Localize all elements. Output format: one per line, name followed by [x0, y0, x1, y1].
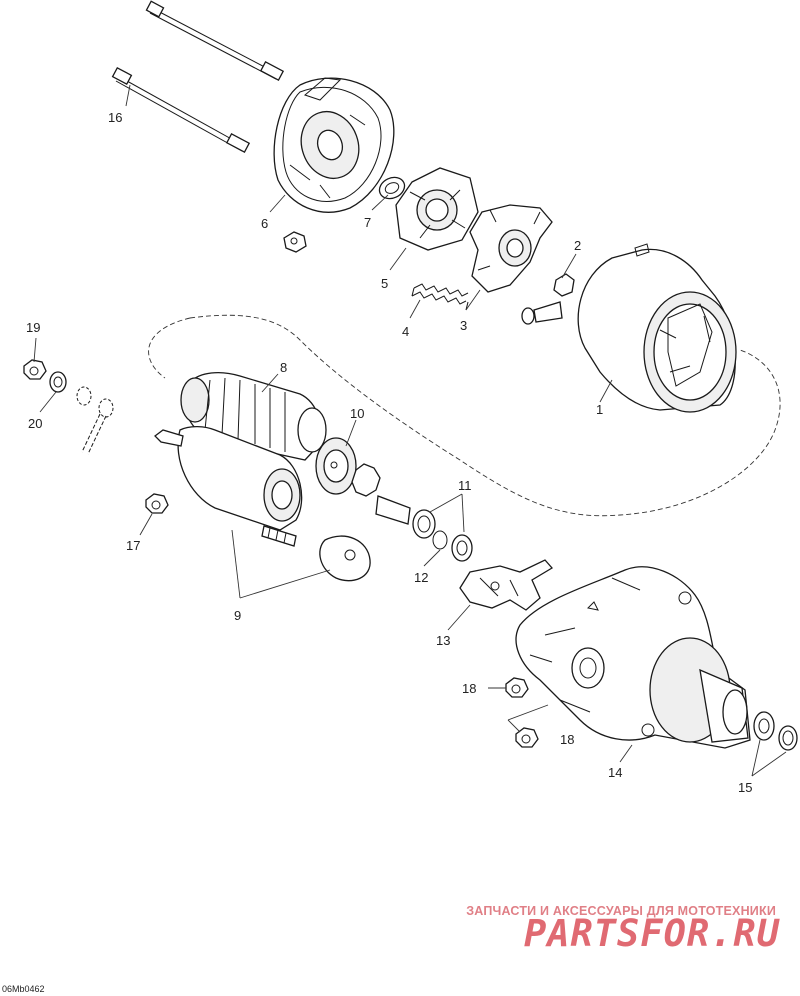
nut-part-17 — [145, 493, 169, 514]
callout-16: 16 — [108, 110, 122, 125]
nut-part-19 — [23, 359, 47, 380]
ring-part-12 — [432, 530, 448, 550]
callout-20: 20 — [28, 416, 42, 431]
shift-lever-part-13 — [459, 559, 554, 611]
pinion-drive-part-10 — [315, 437, 411, 525]
bushing-part-15 — [753, 711, 798, 751]
callout-18a: 18 — [462, 681, 476, 696]
callout-14: 14 — [608, 765, 622, 780]
assembly-dashed-loop — [148, 314, 781, 517]
callout-12: 12 — [414, 570, 428, 585]
drive-housing-part-14 — [515, 566, 751, 749]
watermark-tagline: ЗАПЧАСТИ И АКСЕССУАРЫ ДЛЯ МОТОТЕХНИКИ — [466, 904, 776, 918]
callout-8: 8 — [280, 360, 287, 375]
washer-part-20 — [49, 371, 114, 455]
callout-13: 13 — [436, 633, 450, 648]
callout-11: 11 — [458, 478, 472, 493]
figure-reference-code: 06Mb0462 — [2, 984, 45, 994]
yoke-housing-part-1 — [577, 243, 737, 413]
callout-2: 2 — [574, 238, 581, 253]
callout-15: 15 — [738, 780, 752, 795]
callout-9: 9 — [234, 608, 241, 623]
callout-18b: 18 — [560, 732, 574, 747]
bushing-part-7 — [378, 176, 406, 200]
callout-10: 10 — [350, 406, 364, 421]
callout-1: 1 — [596, 402, 603, 417]
brush-holder-part-3 — [469, 204, 553, 293]
nut-part-18 — [505, 677, 539, 748]
solenoid-part-9 — [154, 425, 371, 582]
callout-6: 6 — [261, 216, 268, 231]
callout-7: 7 — [364, 215, 371, 230]
armature-part-8 — [180, 371, 327, 461]
callout-4: 4 — [402, 324, 409, 339]
ring-part-11 — [412, 509, 473, 562]
callout-17: 17 — [126, 538, 140, 553]
through-bolt-part-16 — [111, 0, 285, 153]
callout-labels: 1 2 3 4 5 6 7 8 9 10 11 12 13 14 15 16 1… — [26, 110, 752, 795]
callout-5: 5 — [381, 276, 388, 291]
watermark-logo: PARTSFOR.RU — [524, 912, 780, 955]
callout-19: 19 — [26, 320, 40, 335]
leader-lines — [33, 84, 787, 777]
callout-3: 3 — [460, 318, 467, 333]
screw-part-2 — [521, 273, 575, 325]
watermark: ЗАПЧАСТИ И АКСЕССУАРЫ ДЛЯ МОТОТЕХНИКИ PA… — [466, 904, 780, 955]
brush-plate-part-5 — [395, 167, 479, 251]
spring-part-4 — [411, 283, 469, 311]
end-cover-part-6 — [273, 77, 395, 253]
